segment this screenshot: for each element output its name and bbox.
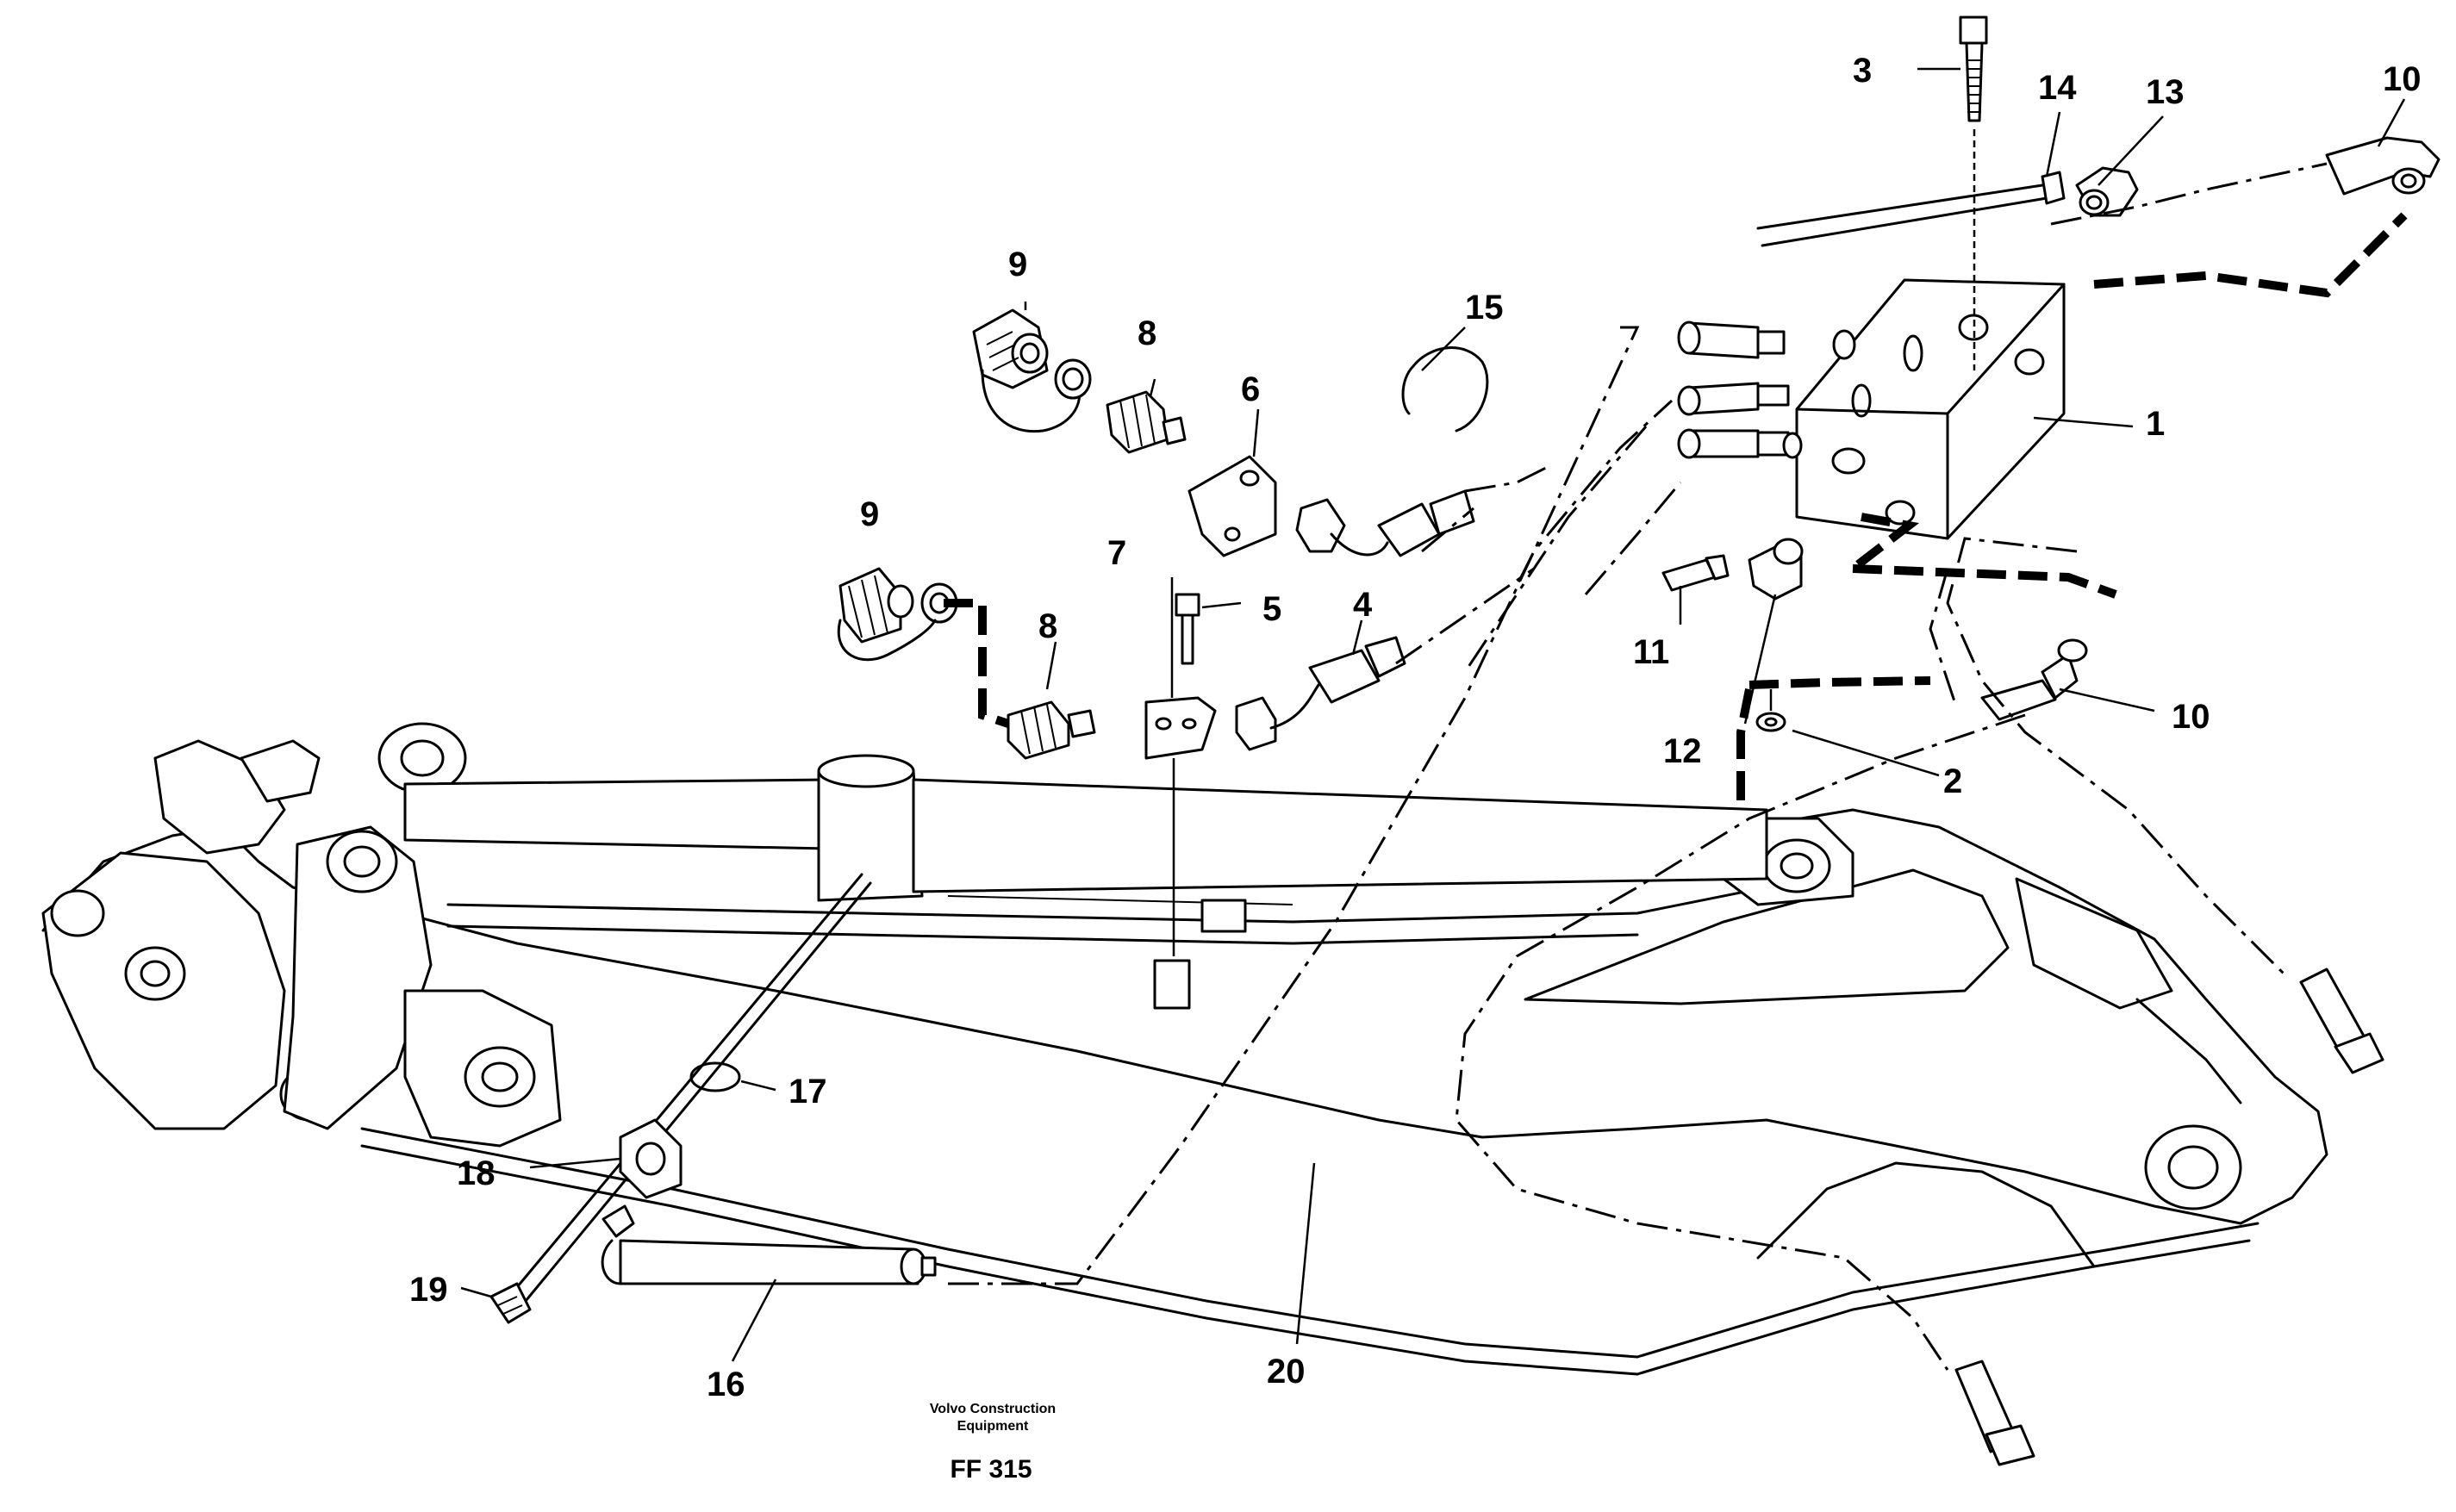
- hose-routing-lines: [944, 162, 2408, 1371]
- elbow-12: [1748, 538, 1804, 600]
- credit-block: Volvo Construction Equipment FF 315: [930, 1402, 1056, 1484]
- callout-10-lower: 10: [2172, 698, 2210, 736]
- screw-5: [1175, 593, 1200, 665]
- hose-end-right: [2299, 968, 2384, 1074]
- callout-17: 17: [789, 1073, 827, 1111]
- callout-10-top: 10: [2383, 60, 2422, 98]
- credit-line-2: Equipment: [957, 1419, 1029, 1434]
- fitting-10-top: [2325, 136, 2440, 196]
- callout-7: 7: [1107, 534, 1126, 572]
- callout-2: 2: [1943, 762, 1962, 800]
- nipple-8-lower: [1007, 700, 1096, 760]
- callout-9-upper: 9: [1008, 246, 1027, 283]
- o-ring-17: [689, 1061, 741, 1092]
- hose-16: [601, 1204, 937, 1285]
- boom-cylinder: [403, 754, 1768, 1010]
- pipe-14: [1756, 171, 2066, 247]
- washer-2: [1755, 689, 1786, 732]
- leader-lines: [460, 67, 2406, 1362]
- hose-4-upper: [1295, 489, 1475, 557]
- callout-13: 13: [2146, 73, 2185, 111]
- clamp-18: [619, 1118, 683, 1199]
- boom-arm: [41, 722, 2328, 1376]
- callout-6: 6: [1241, 370, 1260, 408]
- credit-line-1: Volvo Construction: [930, 1402, 1056, 1416]
- callout-8-upper: 8: [1138, 314, 1156, 352]
- fittings-block-left: [1677, 320, 1856, 459]
- hose-4-lower: [1235, 636, 1406, 751]
- elbow-13: [2075, 166, 2139, 217]
- callout-5: 5: [1262, 590, 1281, 628]
- callout-16: 16: [707, 1366, 745, 1403]
- callout-9-lower: 9: [860, 495, 879, 533]
- circlip-15: [1401, 346, 1489, 432]
- callout-18: 18: [457, 1154, 496, 1192]
- callout-1: 1: [2146, 405, 2165, 443]
- callout-3: 3: [1853, 52, 1872, 90]
- valve-block: [1795, 278, 2066, 540]
- hose-end-bottom: [1954, 1360, 2035, 1466]
- callout-8-lower: 8: [1038, 607, 1057, 645]
- bracket-7: [1144, 696, 1217, 956]
- callout-12: 12: [1663, 732, 1702, 770]
- rod-19-line: [511, 873, 872, 1303]
- bracket-6: [1187, 455, 1277, 557]
- nipple-8-upper: [1106, 390, 1187, 454]
- callout-14: 14: [2038, 69, 2077, 107]
- cap-9-upper: [972, 308, 1092, 433]
- callout-11: 11: [1633, 633, 1669, 671]
- callout-labels: 1 2 3 4 5 6 7 8 8 9 9 10 10 11 12 13 14 …: [409, 52, 2422, 1403]
- callout-19: 19: [409, 1271, 448, 1309]
- figure-code: FF 315: [950, 1455, 1032, 1484]
- fitting-10-lower: [1980, 638, 2088, 721]
- bolt-19: [489, 1282, 532, 1324]
- callout-20: 20: [1267, 1353, 1306, 1391]
- callout-4: 4: [1353, 586, 1373, 624]
- cap-9-lower: [837, 567, 958, 662]
- callout-15: 15: [1465, 289, 1504, 327]
- bolt-3: [1959, 16, 1988, 370]
- nipple-11: [1661, 554, 1730, 592]
